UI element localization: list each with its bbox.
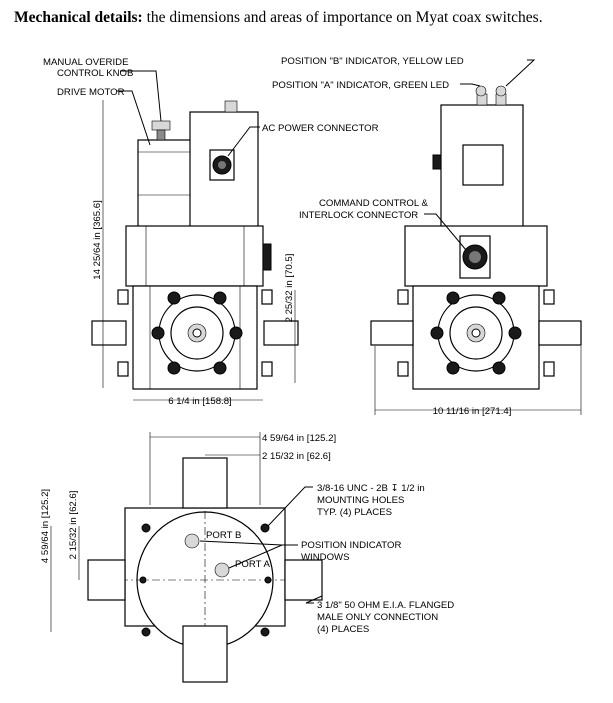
window-a xyxy=(214,562,230,578)
label-mounting-1: 3/8-16 UNC - 2B ↧ 1/2 in xyxy=(317,483,425,494)
label-flange-2: MALE ONLY CONNECTION xyxy=(317,612,438,623)
dim-top-inner-v: 2 15/32 in [62.6] xyxy=(68,491,79,560)
top-port-down xyxy=(182,625,228,683)
page-heading: Mechanical details: the dimensions and a… xyxy=(14,9,604,27)
dim-top-outer-v: 4 59/64 in [125.2] xyxy=(40,489,51,563)
drive-motor-body xyxy=(137,139,197,233)
label-position-window-1: POSITION INDICATOR xyxy=(301,540,401,551)
dim-height: 14 25/64 in [365.6] xyxy=(92,200,103,279)
label-manual-override-2: CONTROL KNOB xyxy=(57,68,133,79)
side-view xyxy=(370,85,582,390)
dim-top-outer-h: 4 59/64 in [125.2] xyxy=(262,433,336,444)
heading-bold: Mechanical details: xyxy=(14,9,143,26)
upper-housing xyxy=(125,225,264,287)
left-port xyxy=(91,320,127,346)
label-manual-override-1: MANUAL OVERIDE xyxy=(43,57,128,68)
label-command-control-1: COMMAND CONTROL & xyxy=(319,198,429,209)
top-view xyxy=(87,457,323,683)
led-b xyxy=(495,85,507,97)
override-knob xyxy=(151,120,171,131)
label-mounting-2: MOUNTING HOLES xyxy=(317,495,404,506)
window-label-a: PORT A xyxy=(235,559,270,570)
window-b xyxy=(184,533,200,549)
label-flange-1: 3 1/8" 50 OHM E.I.A. FLANGED xyxy=(317,600,454,611)
dim-front-width: 6 1/4 in [158.8] xyxy=(168,396,231,407)
side-right-port xyxy=(538,320,582,346)
label-flange-3: (4) PLACES xyxy=(317,624,369,635)
label-position-window-2: WINDOWS xyxy=(301,552,350,563)
top-port-up xyxy=(182,457,228,509)
right-port xyxy=(263,320,299,346)
top-port-left xyxy=(87,559,126,601)
label-command-control-2: INTERLOCK CONNECTOR xyxy=(299,210,418,221)
front-view xyxy=(91,100,299,390)
label-position-b: POSITION "B" INDICATOR, YELLOW LED xyxy=(281,56,464,67)
top-port-right xyxy=(284,559,323,601)
dim-side-width: 10 11/16 in [271.4] xyxy=(433,406,512,417)
label-ac-power: AC POWER CONNECTOR xyxy=(262,123,379,134)
window-label-b: PORT B xyxy=(206,530,241,541)
side-left-port xyxy=(370,320,414,346)
dim-top-inner-h: 2 15/32 in [62.6] xyxy=(262,451,331,462)
heading-rest: the dimensions and areas of importance o… xyxy=(142,9,543,26)
label-drive-motor: DRIVE MOTOR xyxy=(57,87,125,98)
side-window xyxy=(462,144,504,186)
dim-upper-half: 2 25/32 in [70.5] xyxy=(284,254,295,323)
led-a xyxy=(475,85,487,97)
label-mounting-3: TYP. (4) PLACES xyxy=(317,507,392,518)
label-position-a: POSITION "A" INDICATOR, GREEN LED xyxy=(272,80,449,91)
